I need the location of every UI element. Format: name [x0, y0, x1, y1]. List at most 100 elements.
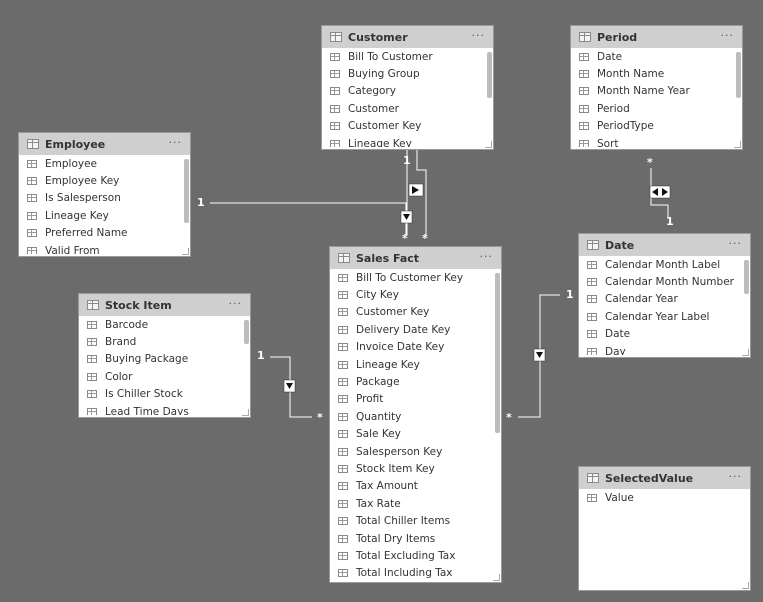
field-row[interactable]: Lineage Key — [322, 135, 493, 147]
field-row[interactable]: Is Salesperson — [19, 190, 190, 207]
table-header[interactable]: Period ··· — [571, 26, 742, 48]
field-icon — [87, 338, 97, 347]
field-row[interactable]: Tax Amount — [330, 478, 501, 495]
field-row[interactable]: Employee — [19, 155, 190, 172]
field-row[interactable]: Salesperson Key — [330, 443, 501, 460]
more-options-icon[interactable]: ··· — [471, 29, 485, 42]
field-label: Category — [348, 85, 396, 98]
resize-grip-icon[interactable] — [742, 582, 749, 589]
field-icon — [338, 569, 348, 578]
field-row[interactable]: Brand — [79, 333, 250, 350]
scrollbar[interactable] — [495, 273, 500, 433]
table-header[interactable]: Date ··· — [579, 234, 750, 256]
field-row[interactable]: Customer Key — [330, 304, 501, 321]
field-row[interactable]: Tax Rate — [330, 495, 501, 512]
field-row[interactable]: Bill To Customer — [322, 48, 493, 65]
field-row[interactable]: Buying Package — [79, 351, 250, 368]
field-icon — [87, 355, 97, 364]
scrollbar[interactable] — [487, 52, 492, 98]
field-label: Customer — [348, 102, 400, 115]
field-icon — [587, 312, 597, 321]
field-row[interactable]: City Key — [330, 286, 501, 303]
field-row[interactable]: Category — [322, 83, 493, 100]
field-row[interactable]: Barcode — [79, 316, 250, 333]
field-row[interactable]: Bill To Customer Key — [330, 269, 501, 286]
field-row[interactable]: Customer Key — [322, 118, 493, 135]
field-row[interactable]: Period — [571, 100, 742, 117]
resize-grip-icon[interactable] — [182, 248, 189, 255]
field-row[interactable]: Month Name Year — [571, 83, 742, 100]
field-row[interactable]: Delivery Date Key — [330, 321, 501, 338]
field-row[interactable]: Total Excluding Tax — [330, 547, 501, 564]
field-icon — [330, 70, 340, 79]
more-options-icon[interactable]: ··· — [479, 250, 493, 263]
field-label: Calendar Year Label — [605, 310, 710, 323]
scrollbar[interactable] — [744, 260, 749, 294]
more-options-icon[interactable]: ··· — [228, 297, 242, 310]
field-row[interactable]: Calendar Month Number — [579, 273, 750, 290]
field-row[interactable]: Total Including Tax — [330, 565, 501, 580]
field-row[interactable]: Date — [579, 326, 750, 343]
more-options-icon[interactable]: ··· — [728, 470, 742, 483]
scrollbar[interactable] — [244, 320, 249, 344]
field-label: Bill To Customer Key — [356, 271, 464, 284]
more-options-icon[interactable]: ··· — [728, 237, 742, 250]
field-row[interactable]: Valid From — [19, 242, 190, 254]
field-icon — [587, 330, 597, 339]
field-row[interactable]: Lead Time Days — [79, 403, 250, 415]
more-options-icon[interactable]: ··· — [720, 29, 734, 42]
field-row[interactable]: Value — [579, 489, 750, 506]
field-row[interactable]: Profit — [330, 391, 501, 408]
scrollbar[interactable] — [184, 159, 189, 223]
resize-grip-icon[interactable] — [485, 141, 492, 148]
table-header[interactable]: Sales Fact ··· — [330, 247, 501, 269]
field-icon — [579, 139, 589, 147]
table-header[interactable]: SelectedValue ··· — [579, 467, 750, 489]
field-icon — [27, 194, 37, 203]
field-row[interactable]: Preferred Name — [19, 225, 190, 242]
field-row[interactable]: Quantity — [330, 408, 501, 425]
resize-grip-icon[interactable] — [242, 409, 249, 416]
field-row[interactable]: Is Chiller Stock — [79, 386, 250, 403]
table-title: Date — [605, 238, 635, 252]
field-row[interactable]: Total Dry Items — [330, 530, 501, 547]
field-label: Barcode — [105, 318, 149, 331]
field-row[interactable]: Day — [579, 343, 750, 355]
field-row[interactable]: Calendar Month Label — [579, 256, 750, 273]
field-row[interactable]: Package — [330, 373, 501, 390]
table-header[interactable]: Employee ··· — [19, 133, 190, 155]
field-row[interactable]: Buying Group — [322, 65, 493, 82]
resize-grip-icon[interactable] — [493, 574, 500, 581]
field-row[interactable]: Calendar Year Label — [579, 308, 750, 325]
field-row[interactable]: Customer — [322, 100, 493, 117]
field-row[interactable]: Stock Item Key — [330, 460, 501, 477]
field-row[interactable]: Month Name — [571, 65, 742, 82]
field-row[interactable]: Lineage Key — [19, 207, 190, 224]
field-icon — [338, 360, 348, 369]
field-row[interactable]: Date — [571, 48, 742, 65]
field-row[interactable]: Invoice Date Key — [330, 339, 501, 356]
field-icon — [338, 291, 348, 300]
table-header[interactable]: Customer ··· — [322, 26, 493, 48]
field-row[interactable]: Calendar Year — [579, 291, 750, 308]
scrollbar[interactable] — [736, 52, 741, 98]
field-row[interactable]: PeriodType — [571, 118, 742, 135]
field-row[interactable]: Employee Key — [19, 172, 190, 189]
resize-grip-icon[interactable] — [734, 141, 741, 148]
field-row[interactable]: Total Chiller Items — [330, 512, 501, 529]
resize-grip-icon[interactable] — [742, 349, 749, 356]
field-row[interactable]: Lineage Key — [330, 356, 501, 373]
table-selected-value[interactable]: SelectedValue ··· Value — [578, 466, 751, 591]
field-row[interactable]: Sort — [571, 135, 742, 147]
table-header[interactable]: Stock Item ··· — [79, 294, 250, 316]
more-options-icon[interactable]: ··· — [168, 136, 182, 149]
field-row[interactable]: Color — [79, 368, 250, 385]
field-row[interactable]: Sale Key — [330, 426, 501, 443]
